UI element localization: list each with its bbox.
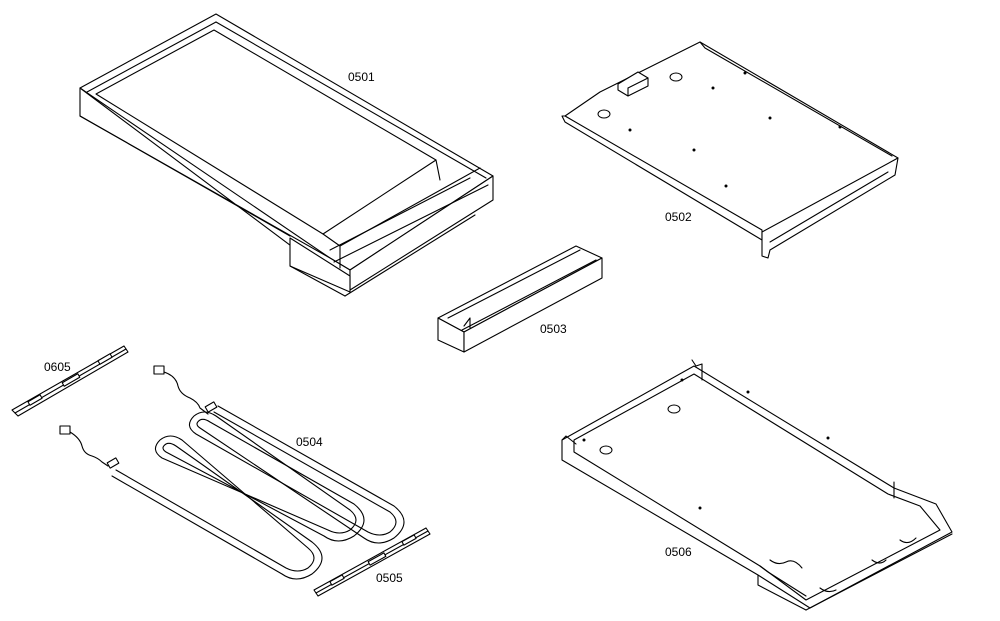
label-0501: 0501 [348, 70, 375, 84]
label-0505: 0505 [376, 571, 403, 585]
part-0506-pan [561, 359, 953, 611]
part-0503-channel [437, 245, 603, 353]
label-0504: 0504 [296, 435, 323, 449]
part-0502-plate [561, 41, 899, 259]
label-0503: 0503 [540, 322, 567, 336]
label-0605: 0605 [44, 360, 71, 374]
label-0502: 0502 [665, 210, 692, 224]
part-0505-strip [313, 527, 431, 597]
part-0504-heating-element [59, 365, 405, 580]
part-0501-tray [79, 13, 494, 297]
part-0605-strip [11, 345, 129, 417]
label-0506: 0506 [665, 545, 692, 559]
